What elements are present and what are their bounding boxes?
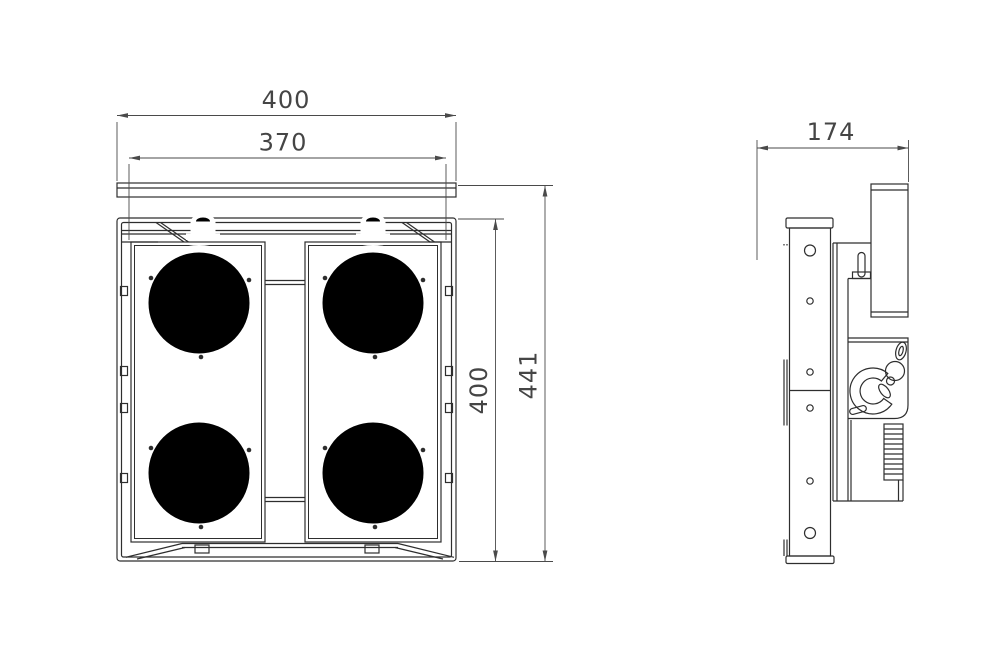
lamp-top-left: [141, 245, 257, 361]
bracket-hole-bottom: [803, 526, 817, 540]
bracket-bolt: [806, 368, 814, 376]
front-overall-width-dimension: 400: [116, 86, 457, 181]
dim-label-front-panel-width: 370: [259, 129, 308, 157]
wing-bolt: [878, 341, 907, 399]
front-view: [116, 182, 457, 562]
side-bracket-plate: [785, 217, 835, 565]
lamp-barrel-bottom: [757, 425, 789, 540]
bracket-hole-top: [803, 244, 817, 257]
lamp-top-right: [315, 245, 431, 361]
yoke-frame: [116, 217, 457, 562]
top-plate: [116, 182, 457, 198]
clamp-plate: [848, 337, 909, 420]
side-body: [832, 242, 903, 502]
side-hinge-bolts: [119, 285, 454, 484]
bottom-tab-right: [364, 544, 380, 554]
hanging-clamp-hook: [849, 367, 893, 415]
clamp-slot: [849, 404, 867, 416]
side-depth-dimension: 174: [756, 118, 909, 260]
center-channel: [265, 279, 305, 503]
dim-label-front-inner-height: 400: [465, 366, 493, 415]
rear-housing-panel: [870, 183, 909, 318]
front-panel-width-dimension: 370: [128, 129, 447, 240]
front-overall-height-dimension: 441: [458, 185, 553, 562]
lamp-barrel-top: [757, 245, 789, 360]
side-view: [757, 183, 909, 565]
bracket-bolt: [806, 297, 814, 305]
lamp-bottom-right: [315, 415, 431, 531]
bracket-bolt: [806, 477, 814, 485]
dim-label-side-depth: 174: [807, 118, 856, 146]
lamp-bottom-left: [141, 415, 257, 531]
strain-relief-ribs: [883, 423, 904, 501]
front-inner-height-dimension: 400: [458, 218, 553, 562]
bracket-bolt: [806, 404, 814, 412]
dim-label-front-overall-width: 400: [262, 86, 311, 114]
bottom-tab-left: [194, 544, 210, 554]
dim-label-front-overall-height: 441: [515, 351, 543, 400]
safety-pin: [848, 251, 872, 280]
